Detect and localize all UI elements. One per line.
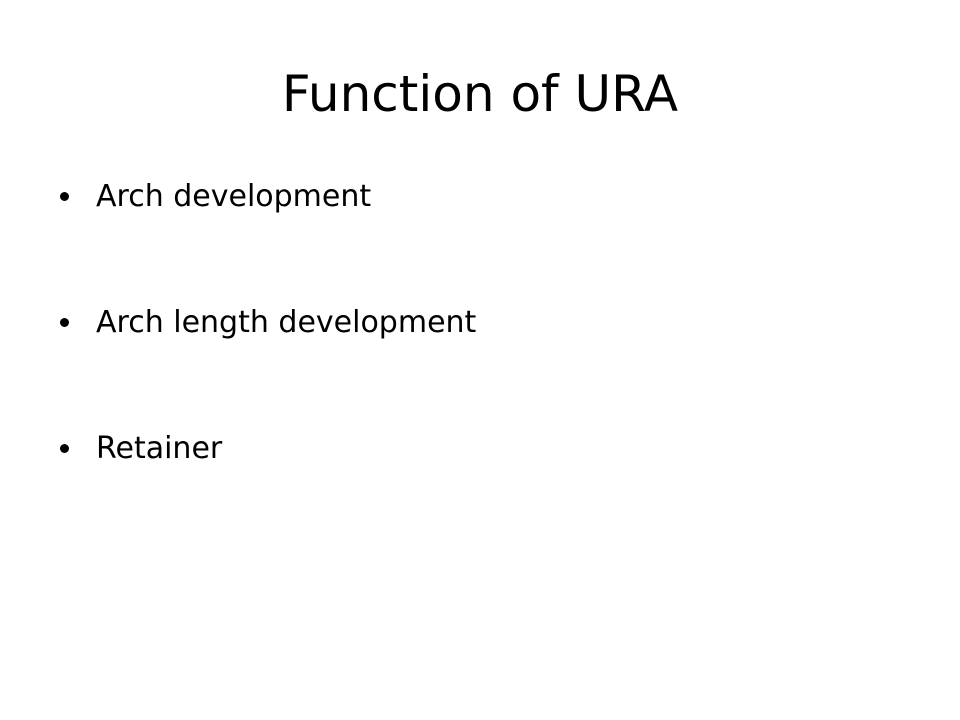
list-item: Arch development — [60, 176, 476, 218]
list-item: Retainer — [60, 428, 476, 470]
list-item: Arch length development — [60, 302, 476, 344]
bullet-icon — [60, 318, 69, 327]
bullet-list: Arch development Arch length development… — [60, 176, 476, 554]
bullet-icon — [60, 192, 69, 201]
bullet-text: Arch length development — [96, 305, 477, 340]
slide-title: Function of URA — [281, 65, 679, 123]
bullet-text: Retainer — [96, 431, 223, 466]
bullet-icon — [60, 444, 69, 453]
bullet-text: Arch development — [96, 179, 372, 214]
